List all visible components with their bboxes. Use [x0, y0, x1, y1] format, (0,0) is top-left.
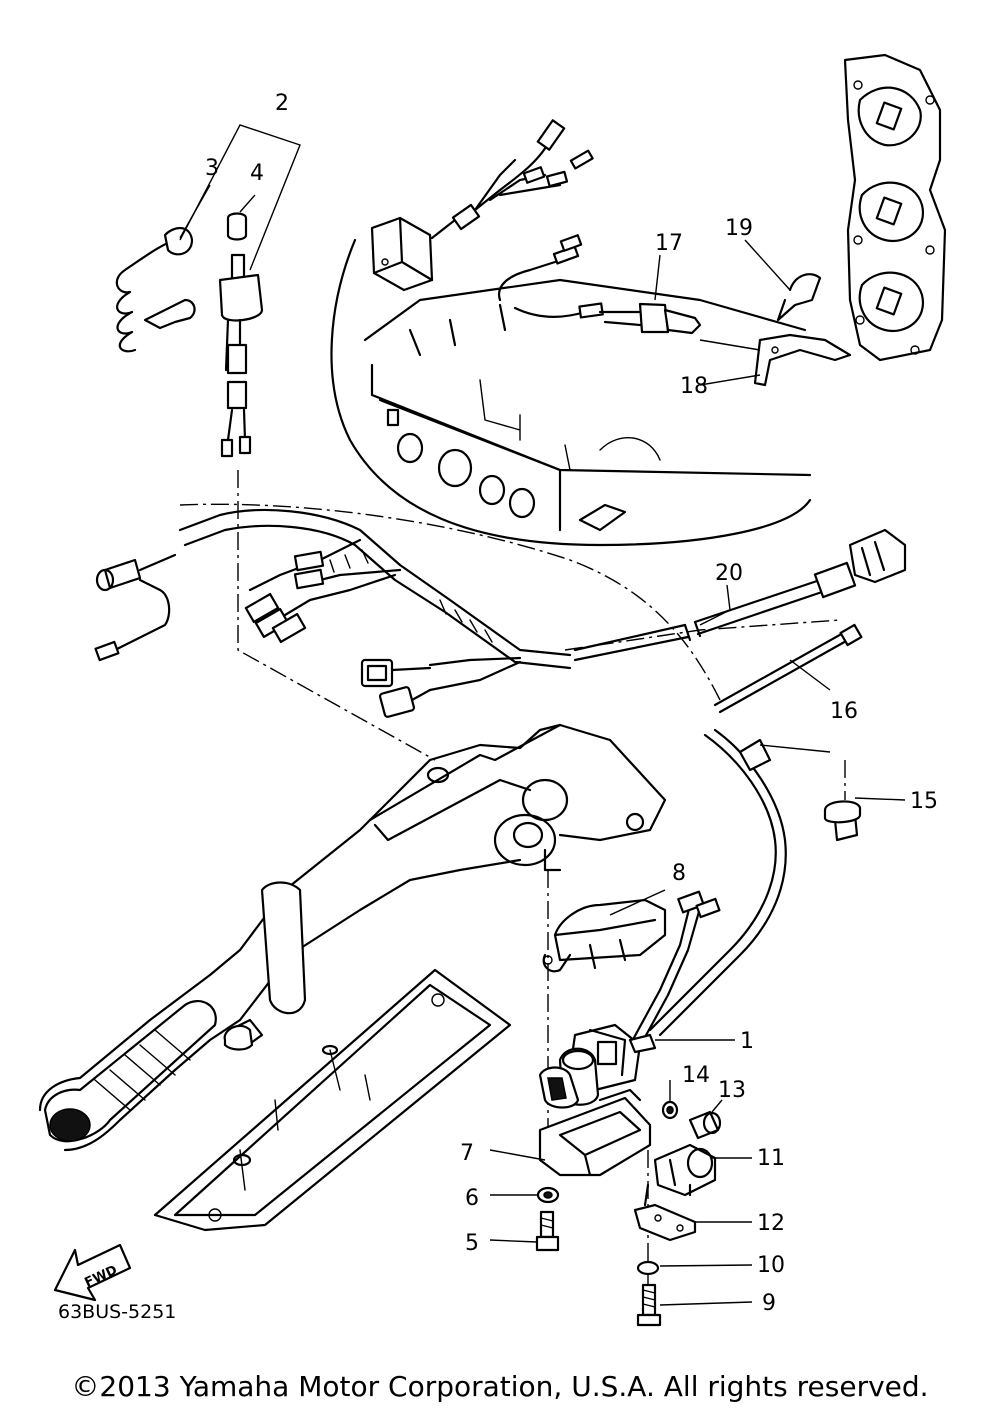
callout-19: 19 [725, 216, 753, 241]
upper-harness [430, 119, 594, 240]
callout-5: 5 [465, 1231, 479, 1256]
connector-box [370, 216, 434, 292]
callout-2: 2 [275, 91, 289, 116]
cable-20 [573, 528, 907, 662]
callout-8: 8 [672, 861, 686, 886]
thermoswitch-17 [497, 234, 702, 335]
leader-lines [489, 239, 906, 1306]
callout-11: 11 [757, 1146, 785, 1171]
callout-18: 18 [680, 374, 708, 399]
callout-16: 16 [830, 699, 858, 724]
washer-6 [536, 1186, 560, 1204]
manifold-plate [843, 53, 947, 362]
fwd-arrow: FWD [53, 1243, 132, 1302]
bolt-9 [636, 1283, 662, 1327]
plate-18 [753, 333, 852, 387]
main-switch-1 [538, 1023, 735, 1109]
wire-leads [628, 890, 721, 1052]
callout-labels: 1 2 3 4 5 6 7 8 9 10 11 12 13 14 15 16 1… [205, 91, 938, 1316]
lower-cable [648, 728, 831, 1037]
callout-10: 10 [757, 1253, 785, 1278]
copyright-footer: ©2013 Yamaha Motor Corporation, U.S.A. A… [71, 1370, 929, 1403]
callout-4: 4 [250, 161, 264, 186]
washer-10 [636, 1260, 660, 1276]
bracket-12 [633, 1183, 697, 1242]
stop-switch-assembly [115, 124, 301, 458]
part-11 [653, 1143, 752, 1197]
cable-tie-16 [713, 623, 863, 714]
fwd-label: FWD [82, 1263, 119, 1291]
callout-17: 17 [655, 231, 683, 256]
washer-14 [661, 1100, 679, 1120]
clip-19 [776, 273, 822, 322]
bolt-5 [535, 1210, 560, 1252]
callout-12: 12 [757, 1211, 785, 1236]
bottom-cowling [330, 238, 812, 547]
bolt-13 [688, 1099, 723, 1140]
main-harness [94, 508, 572, 718]
drawing-code: 63BUS-5251 [58, 1301, 176, 1323]
callout-15: 15 [910, 789, 938, 814]
callout-7: 7 [460, 1141, 474, 1166]
callout-6: 6 [465, 1186, 479, 1211]
callout-14: 14 [682, 1063, 710, 1088]
screw-15 [823, 760, 862, 842]
callout-20: 20 [715, 561, 743, 586]
tiller-handle [38, 723, 667, 1152]
callout-9: 9 [762, 1291, 776, 1316]
cover-8 [542, 898, 667, 973]
callout-13: 13 [718, 1078, 746, 1103]
tiller-cover [153, 968, 512, 1232]
callout-1: 1 [740, 1029, 754, 1054]
holder-7 [538, 1088, 652, 1177]
callout-3: 3 [205, 156, 219, 181]
